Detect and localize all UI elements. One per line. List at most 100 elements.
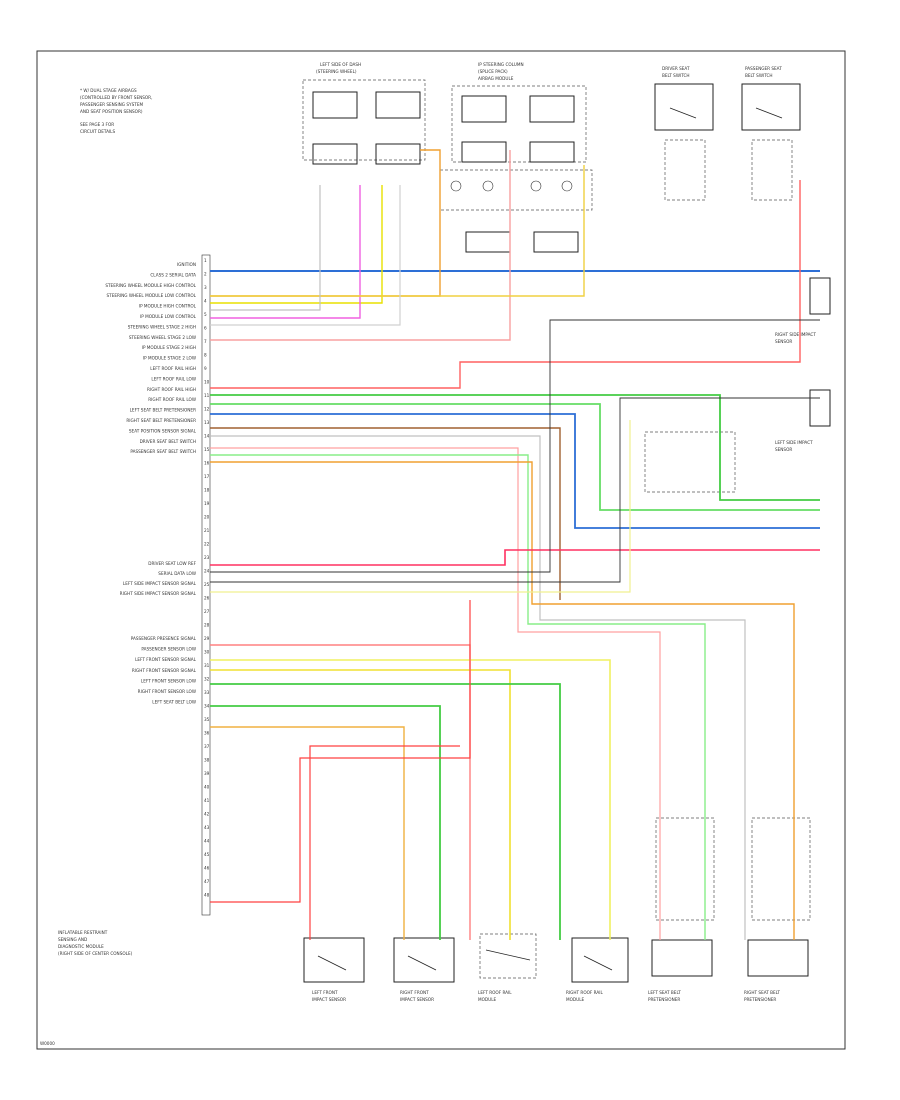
wire <box>210 461 795 940</box>
right-seat-pretensioner-component: RIGHT SEAT BELT PRETENSIONER <box>744 817 811 1002</box>
pin-number: 36 <box>204 731 210 736</box>
pin-label: LEFT ROOF RAIL LOW <box>151 376 196 381</box>
svg-text:BELT SWITCH: BELT SWITCH <box>745 73 773 78</box>
wire <box>210 705 441 940</box>
pin-number: 22 <box>204 542 210 547</box>
left-roof-rail-component: LEFT ROOF RAIL MODULE <box>478 933 537 1002</box>
wires <box>210 149 820 940</box>
wire <box>210 403 820 511</box>
pin-number: 9 <box>204 366 207 371</box>
pin-number: 40 <box>204 785 210 790</box>
pin-number: 38 <box>204 758 210 763</box>
pin-number: 3 <box>204 285 207 290</box>
svg-text:RIGHT FRONT: RIGHT FRONT <box>400 990 429 995</box>
pass-seat-belt-component: PASSENGER SEAT BELT SWITCH <box>741 66 801 201</box>
pin-label: IGNITION <box>177 262 196 267</box>
wire <box>210 683 561 940</box>
pin-label: STEERING WHEEL STAGE 2 HIGH <box>128 324 196 329</box>
pin-number: 6 <box>204 326 207 331</box>
svg-text:SEE PAGE 3 FOR: SEE PAGE 3 FOR <box>80 122 114 127</box>
steering-wheel-component: LEFT SIDE OF DASH (STEERING WHEEL) <box>302 62 426 165</box>
pin-number: 4 <box>204 299 207 304</box>
pin-label: LEFT SEAT BELT LOW <box>152 700 196 705</box>
pin-number: 42 <box>204 812 210 817</box>
pin-number: 35 <box>204 717 210 722</box>
pin-label: DRIVER SEAT LOW REF <box>148 561 196 566</box>
svg-text:INFLATABLE RESTRAINT: INFLATABLE RESTRAINT <box>58 930 108 935</box>
wire <box>210 435 746 940</box>
svg-text:MODULE: MODULE <box>566 997 585 1002</box>
footer-code: W0000 <box>40 1041 55 1046</box>
svg-text:PASSENGER SEAT: PASSENGER SEAT <box>745 66 782 71</box>
pin-number: 13 <box>204 420 210 425</box>
svg-text:SENSOR: SENSOR <box>775 447 792 452</box>
instrument-panel-component: IP STEERING COLUMN (SPLICE PACK) AIRBAG … <box>439 62 593 253</box>
pin-label: SERIAL DATA LOW <box>158 571 196 576</box>
top-note: * W/ DUAL STAGE AIRBAGS (CONTROLLED BY F… <box>80 88 152 134</box>
pin-number: 15 <box>204 447 210 452</box>
pin-number: 10 <box>204 380 210 385</box>
svg-text:PRETENSIONER: PRETENSIONER <box>744 997 776 1002</box>
pin-labels: IGNITION CLASS 2 SERIAL DATA STEERING WHEE… <box>105 262 196 705</box>
wire <box>210 600 471 903</box>
pin-number: 45 <box>204 852 210 857</box>
pin-label: SEAT POSITION SENSOR SIGNAL <box>129 428 197 433</box>
pin-label: PASSENGER PRESENCE SIGNAL <box>131 636 197 641</box>
pin-label: STEERING WHEEL MODULE LOW CONTROL <box>106 293 196 298</box>
pin-number: 14 <box>204 434 210 439</box>
svg-text:LEFT SIDE IMPACT: LEFT SIDE IMPACT <box>775 440 813 445</box>
svg-text:PASSENGER SENSING SYSTEM: PASSENGER SENSING SYSTEM <box>80 102 143 107</box>
pin-number: 29 <box>204 636 210 641</box>
svg-text:AND SEAT POSITION SENSOR): AND SEAT POSITION SENSOR) <box>80 109 143 114</box>
pin-label: RIGHT FRONT SENSOR LOW <box>138 689 196 694</box>
pin-number: 19 <box>204 501 210 506</box>
wire <box>210 185 321 311</box>
pin-label: LEFT SEAT BELT PRETENSIONER <box>130 408 196 413</box>
pin-number: 39 <box>204 771 210 776</box>
svg-text:DRIVER SEAT: DRIVER SEAT <box>662 66 690 71</box>
pin-label: LEFT FRONT SENSOR LOW <box>141 678 196 683</box>
svg-text:BELT SWITCH: BELT SWITCH <box>662 73 690 78</box>
wire <box>210 447 661 940</box>
pin-number: 41 <box>204 798 210 803</box>
pin-number: 46 <box>204 866 210 871</box>
wire <box>210 394 820 501</box>
wire <box>210 180 801 389</box>
pin-number: 26 <box>204 596 210 601</box>
svg-text:* W/ DUAL STAGE AIRBAGS: * W/ DUAL STAGE AIRBAGS <box>80 88 137 93</box>
pin-label: LEFT SIDE IMPACT SENSOR SIGNAL <box>123 581 197 586</box>
svg-text:IMPACT SENSOR: IMPACT SENSOR <box>400 997 434 1002</box>
left-impact-sensor-component: LEFT SIDE IMPACT SENSOR <box>644 389 831 493</box>
pin-label: DRIVER SEAT BELT SWITCH <box>140 439 196 444</box>
wire <box>210 420 631 593</box>
svg-text:MODULE: MODULE <box>478 997 497 1002</box>
pin-label: IP MODULE STAGE 2 HIGH <box>142 345 196 350</box>
pin-label: IP MODULE HIGH CONTROL <box>139 304 197 309</box>
pin-number: 12 <box>204 407 210 412</box>
svg-text:AIRBAG MODULE: AIRBAG MODULE <box>478 76 514 81</box>
svg-text:RIGHT ROOF RAIL: RIGHT ROOF RAIL <box>566 990 604 995</box>
pin-number: 28 <box>204 623 210 628</box>
wire <box>210 726 405 940</box>
svg-text:LEFT ROOF RAIL: LEFT ROOF RAIL <box>478 990 512 995</box>
wire <box>210 413 820 529</box>
pin-number: 47 <box>204 879 210 884</box>
wire <box>210 427 561 600</box>
module-label: INFLATABLE RESTRAINT SENSING AND DIAGNOS… <box>58 930 133 956</box>
pin-label: CLASS 2 SERIAL DATA <box>150 272 196 277</box>
pin-number: 2 <box>204 272 207 277</box>
pin-label: STEERING WHEEL STAGE 2 LOW <box>129 335 196 340</box>
pin-numbers: 1234567891011121314151617181920212223242… <box>204 258 210 898</box>
wire <box>210 454 706 940</box>
svg-text:(RIGHT SIDE OF CENTER CONSOLE): (RIGHT SIDE OF CENTER CONSOLE) <box>58 951 133 956</box>
pin-number: 44 <box>204 839 210 844</box>
svg-text:LEFT SEAT BELT: LEFT SEAT BELT <box>648 990 681 995</box>
pin-label: IP MODULE STAGE 2 LOW <box>143 356 196 361</box>
svg-text:SENSING AND: SENSING AND <box>58 937 87 942</box>
svg-text:LEFT SIDE OF DASH: LEFT SIDE OF DASH <box>320 62 361 67</box>
pin-label: RIGHT SIDE IMPACT SENSOR SIGNAL <box>120 591 197 596</box>
wire <box>210 669 511 940</box>
pin-number: 5 <box>204 312 207 317</box>
pin-number: 23 <box>204 555 210 560</box>
pin-number: 37 <box>204 744 210 749</box>
